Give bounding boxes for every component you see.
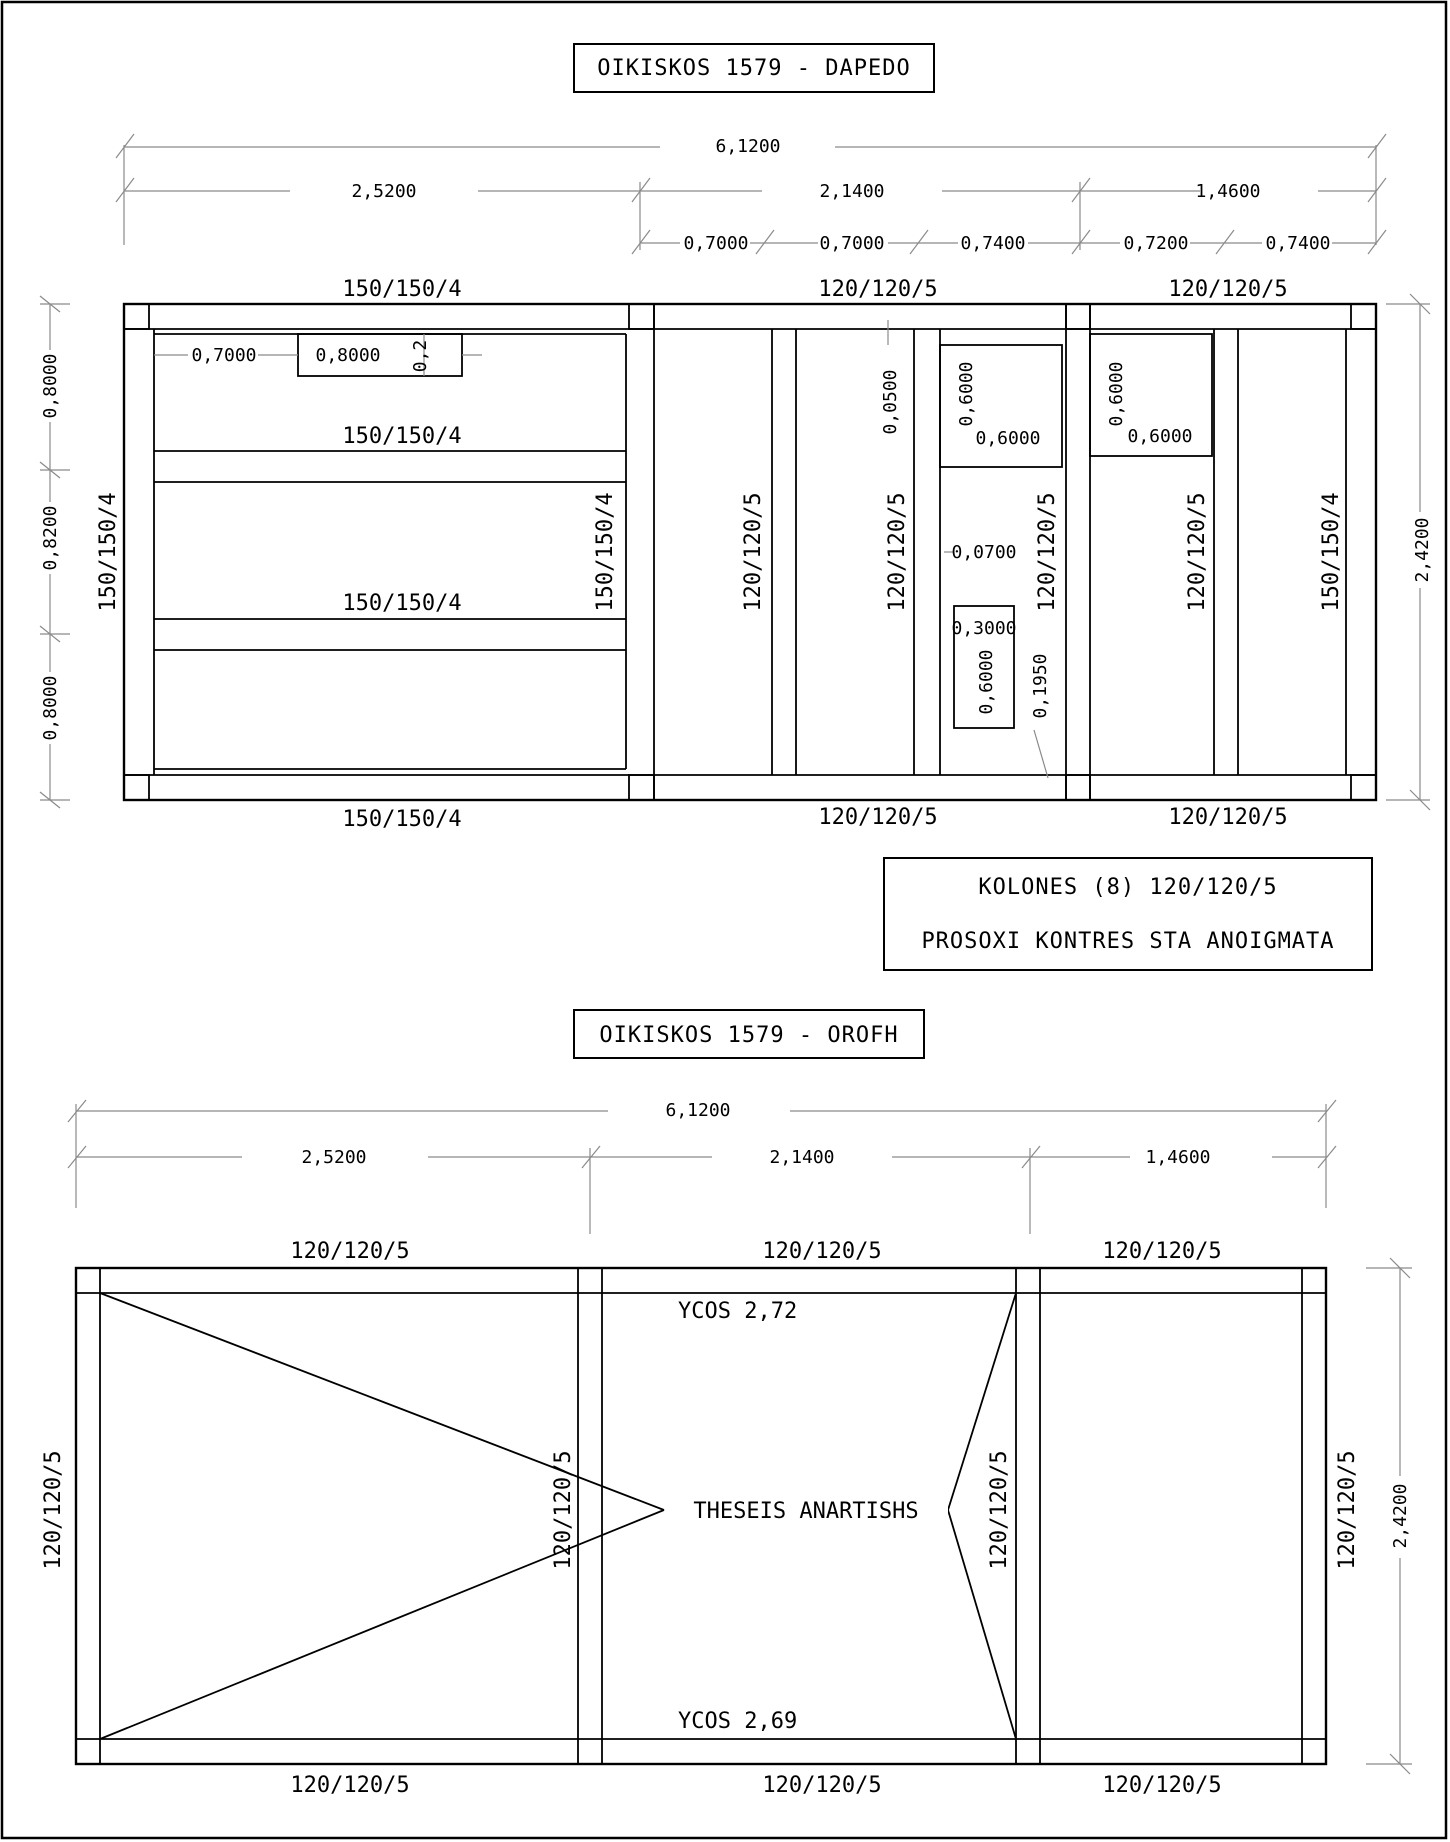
roof-overall-height: 2,4200 xyxy=(1390,1483,1411,1548)
floor-window-2 xyxy=(939,344,1063,468)
floor-gap: 0,0500 xyxy=(880,369,901,434)
floor-note-line2: PROSOXI KONTRES STA ANOIGMATA xyxy=(921,929,1334,954)
roof-vertical-label-1: 120/120/5 xyxy=(41,1450,66,1569)
floor-vertical-label-6: 120/120/5 xyxy=(1185,492,1210,611)
roof-frame xyxy=(74,1266,1328,1766)
floor-inner-beam-2: 150/150/4 xyxy=(342,591,461,616)
floor-sub-width-2: 0,7000 xyxy=(819,233,884,254)
floor-overall-height: 2,4200 xyxy=(1412,517,1433,582)
floor-vertical-label-1: 150/150/4 xyxy=(96,492,121,611)
floor-dimensions-left: 0,8000 0,8200 0,8000 xyxy=(36,295,70,809)
floor-bay-width-3: 1,4600 xyxy=(1195,181,1260,202)
roof-bottom-beam-3: 120/120/5 xyxy=(1102,1773,1221,1798)
floor-height-3: 0,8000 xyxy=(40,675,61,740)
roof-bottom-beam-2: 120/120/5 xyxy=(762,1773,881,1798)
floor-vertical-label-3: 120/120/5 xyxy=(741,492,766,611)
floor-vertical-label-4: 120/120/5 xyxy=(885,492,910,611)
floor-spacing: 0,0700 xyxy=(951,542,1016,563)
roof-plan: OIKISKOS 1579 - OROFH 6,1200 2,5200 2,14… xyxy=(41,1009,1416,1798)
floor-window-width: 0,8000 xyxy=(315,345,380,366)
roof-vertical-label-3: 120/120/5 xyxy=(987,1450,1012,1569)
floor-top-beam-2: 120/120/5 xyxy=(818,277,937,302)
floor-opening-left-offset: 0,7000 xyxy=(191,345,256,366)
floor-height-1: 0,8000 xyxy=(40,353,61,418)
floor-vertical-label-7: 150/150/4 xyxy=(1319,492,1344,611)
floor-window2-width: 0,6000 xyxy=(975,428,1040,449)
floor-note-box xyxy=(883,857,1373,971)
roof-vertical-label-4: 120/120/5 xyxy=(1335,1450,1360,1569)
roof-title: OIKISKOS 1579 - OROFH xyxy=(599,1023,898,1048)
floor-title-box xyxy=(573,43,935,93)
roof-dimension-right: 2,4200 xyxy=(1366,1257,1416,1775)
roof-title-box xyxy=(573,1009,925,1059)
roof-bay-width-1: 2,5200 xyxy=(301,1147,366,1168)
roof-overall-width: 6,1200 xyxy=(665,1100,730,1121)
floor-bottom-beam-1: 150/150/4 xyxy=(342,807,461,832)
floor-vertical-label-5: 120/120/5 xyxy=(1035,492,1060,611)
floor-bottom-beam-3: 120/120/5 xyxy=(1168,805,1287,830)
floor-dimensions-top: 6,1200 2,5200 2,1400 1,4600 xyxy=(115,133,1387,255)
floor-sub-width-3: 0,7400 xyxy=(960,233,1025,254)
floor-window-3 xyxy=(1089,333,1213,457)
floor-vertical-label-2: 150/150/4 xyxy=(593,492,618,611)
floor-sub-width-4: 0,7200 xyxy=(1123,233,1188,254)
roof-bottom-beam-1: 120/120/5 xyxy=(290,1773,409,1798)
roof-top-beam-2: 120/120/5 xyxy=(762,1239,881,1264)
floor-inner-beam-1: 150/150/4 xyxy=(342,424,461,449)
roof-top-beam-3: 120/120/5 xyxy=(1102,1239,1221,1264)
roof-height-bottom: YCOS 2,69 xyxy=(678,1709,797,1734)
floor-title: OIKISKOS 1579 - DAPEDO xyxy=(597,56,910,81)
floor-note-line1: KOLONES (8) 120/120/5 xyxy=(978,875,1277,900)
floor-door-offset: 0,1950 xyxy=(1030,653,1051,718)
floor-bay-width-1: 2,5200 xyxy=(351,181,416,202)
roof-bay-width-3: 1,4600 xyxy=(1145,1147,1210,1168)
floor-window-height: 0,2 xyxy=(410,340,431,373)
floor-dimension-right: 2,4200 xyxy=(1386,293,1434,811)
floor-bottom-beam-2: 120/120/5 xyxy=(818,805,937,830)
floor-opening-dimensions: 0,7000 0,8000 0,2 0,0500 0,6000 0,6000 0… xyxy=(154,320,1193,779)
floor-top-beam-1: 150/150/4 xyxy=(342,277,461,302)
roof-vertical-label-2: 120/120/5 xyxy=(551,1450,576,1569)
roof-top-beam-1: 120/120/5 xyxy=(290,1239,409,1264)
floor-frame xyxy=(122,302,1378,802)
floor-plan: OIKISKOS 1579 - DAPEDO 6,1200 2,5200 2,1… xyxy=(36,43,1434,971)
floor-height-2: 0,8200 xyxy=(40,505,61,570)
floor-overall-width: 6,1200 xyxy=(715,136,780,157)
roof-height-top: YCOS 2,72 xyxy=(678,1299,797,1324)
roof-bay-width-2: 2,1400 xyxy=(769,1147,834,1168)
floor-window2-height: 0,6000 xyxy=(956,361,977,426)
floor-door-width: 0,3000 xyxy=(951,618,1016,639)
roof-dimensions-top: 6,1200 2,5200 2,1400 1,4600 xyxy=(67,1099,1337,1234)
floor-top-beam-3: 120/120/5 xyxy=(1168,277,1287,302)
floor-sub-width-1: 0,7000 xyxy=(683,233,748,254)
floor-door-opening xyxy=(953,605,1015,729)
floor-window3-height: 0,6000 xyxy=(1106,361,1127,426)
floor-bay-width-2: 2,1400 xyxy=(819,181,884,202)
floor-window3-width: 0,6000 xyxy=(1127,426,1192,447)
roof-lifting-points: THESEIS ANARTISHS xyxy=(693,1499,918,1524)
floor-sub-width-5: 0,7400 xyxy=(1265,233,1330,254)
floor-door-height: 0,6000 xyxy=(976,649,997,714)
